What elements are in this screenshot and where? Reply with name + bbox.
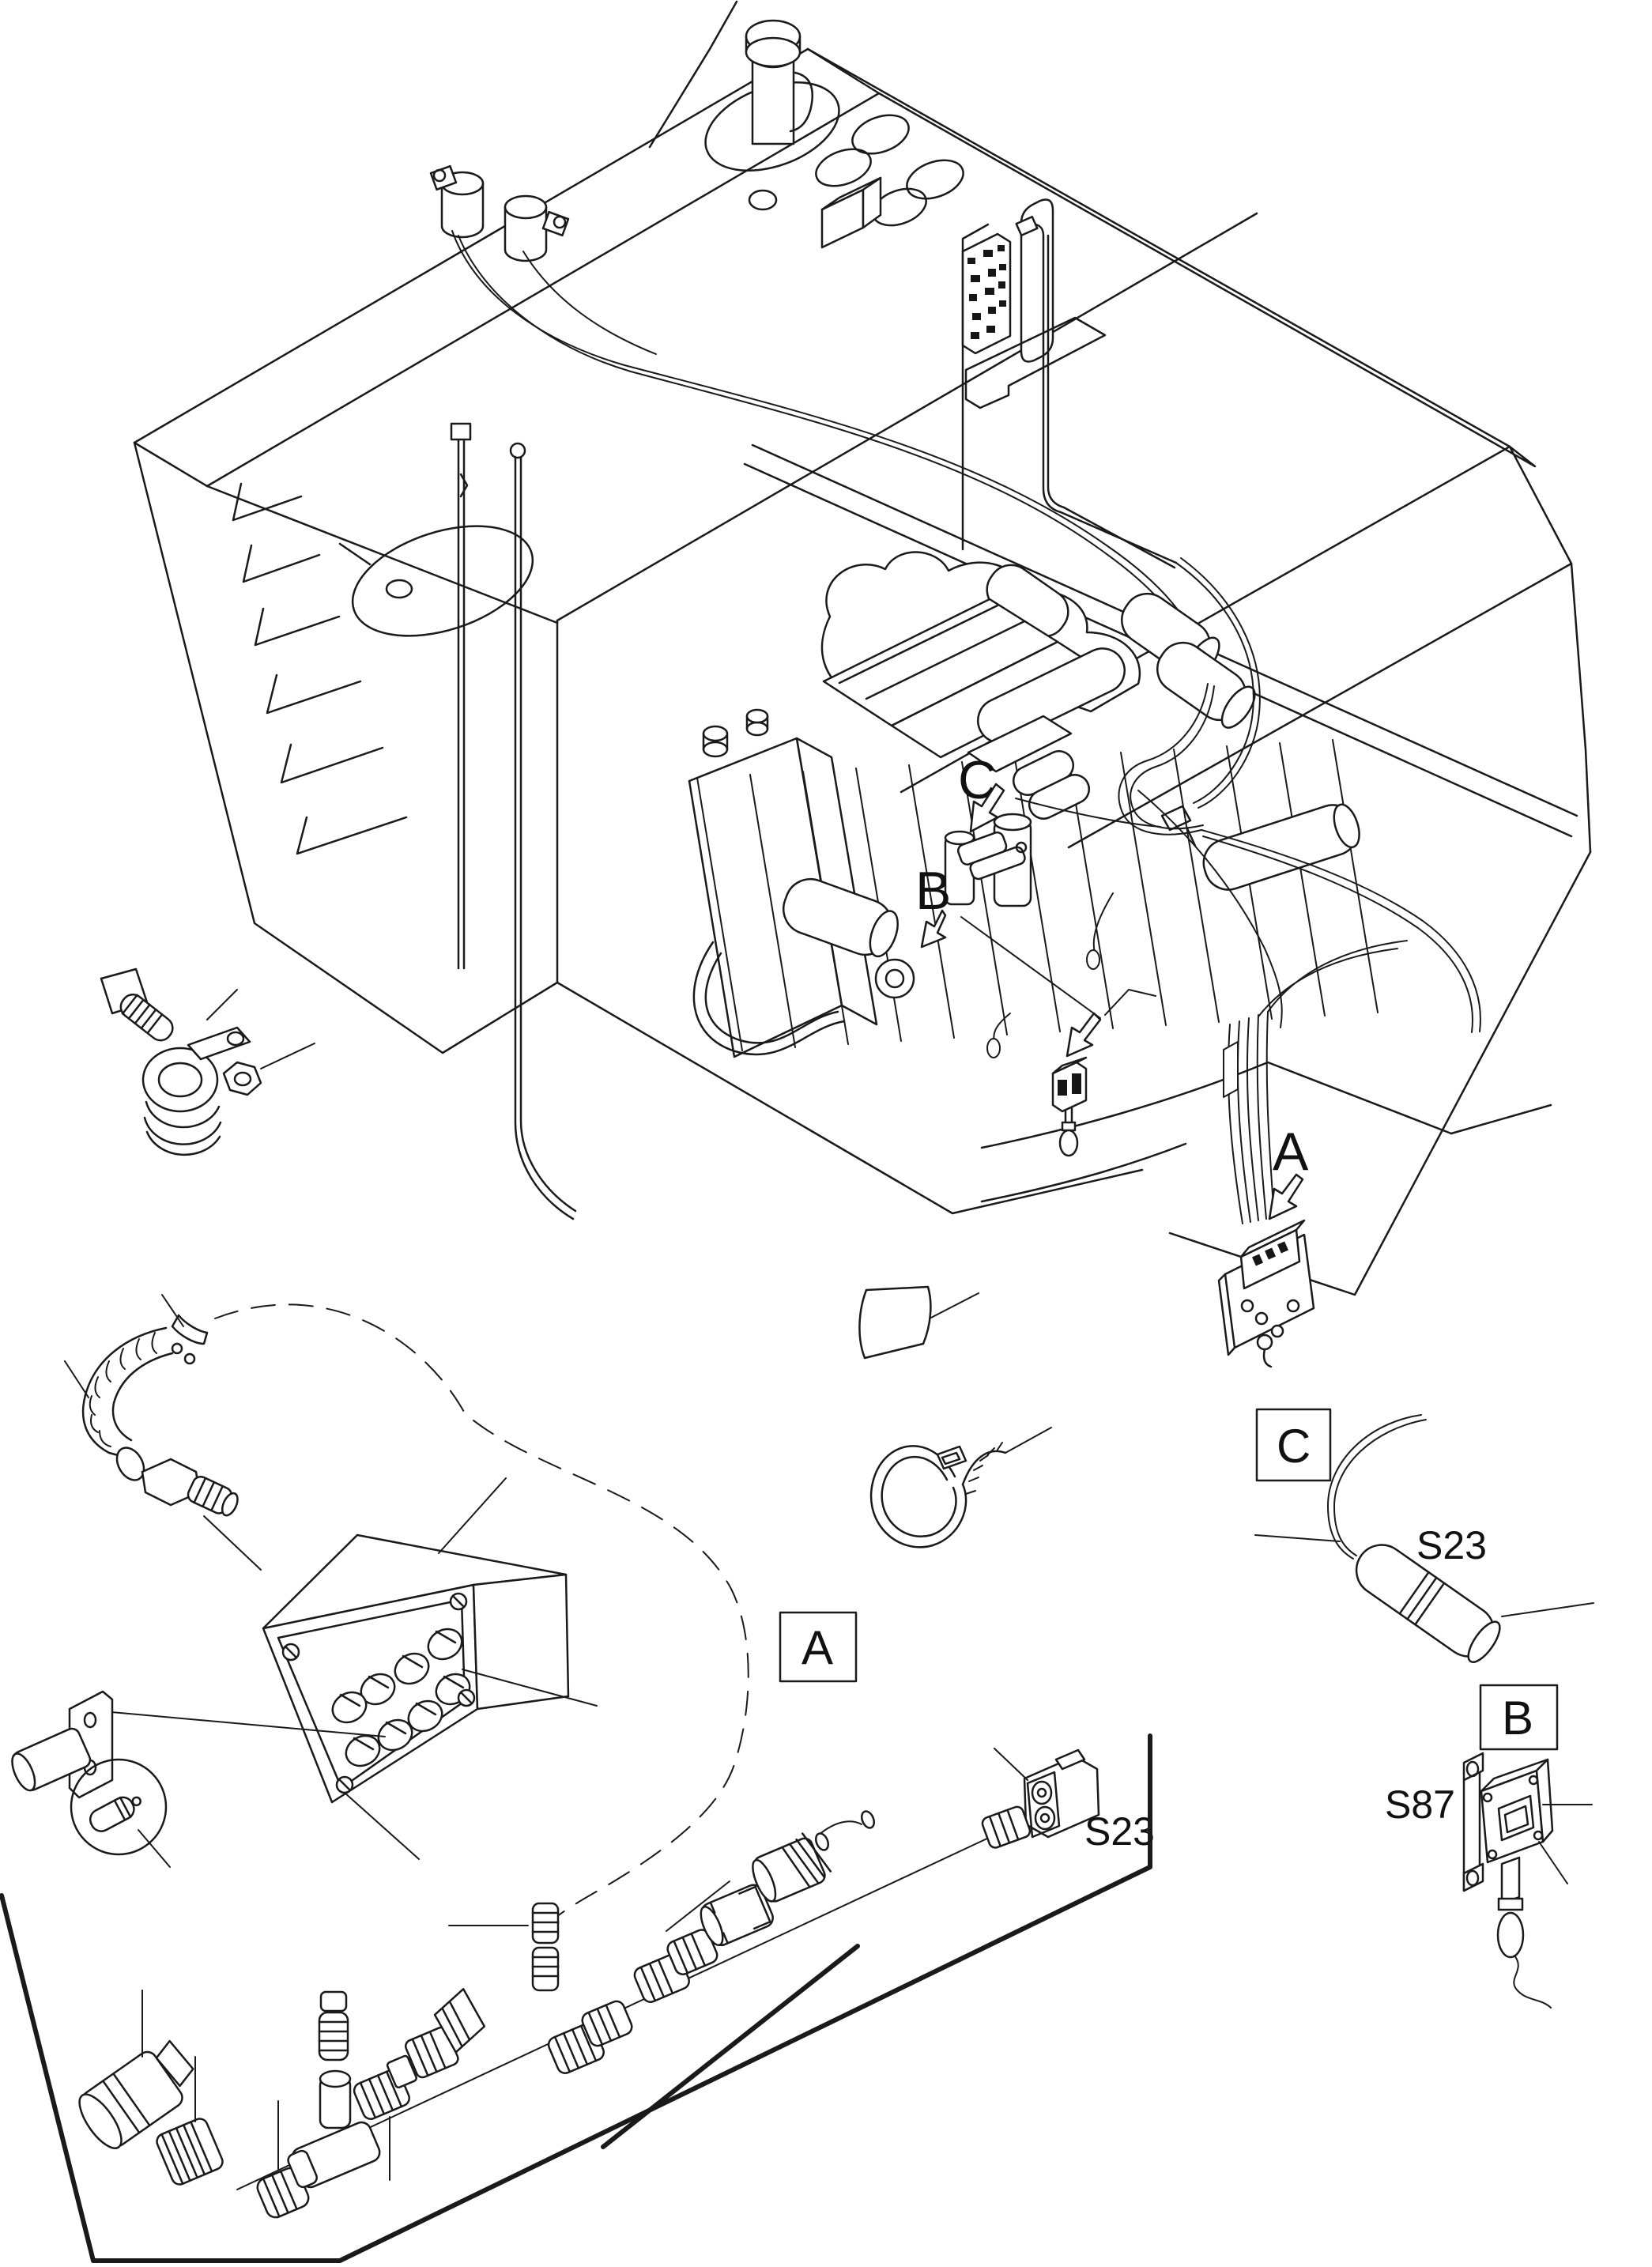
- callout-a: A: [1268, 1122, 1309, 1220]
- part-code-s23-connector: S23: [1084, 1809, 1155, 1854]
- deck-junction-cube: [820, 176, 882, 249]
- detail-box-a-label: A: [801, 1621, 833, 1674]
- knurled-connector: [156, 2118, 224, 2186]
- detail-box-c-label: C: [1277, 1420, 1311, 1473]
- section-borders: [0, 1733, 1152, 2263]
- detail-box-a: A: [779, 1611, 858, 1683]
- detail-c-section: C S23: [1254, 1408, 1594, 1663]
- terminal-panel: [961, 198, 1178, 569]
- plug-stack-2: [448, 1902, 560, 1992]
- plug-above-tee: [318, 1990, 349, 2061]
- tee-fitting: [287, 2069, 381, 2189]
- callout-b-arrow-icon: [920, 909, 947, 949]
- junction-box: [102, 1477, 598, 1860]
- junction-box-plugs: [331, 1628, 471, 1767]
- tag-plate: [858, 1285, 979, 1360]
- callout-a-arrow-icon: [1268, 1173, 1304, 1220]
- detail-box-b-label: B: [1502, 1692, 1533, 1745]
- lamp-socket: [11, 1690, 171, 1868]
- callout-b-label: B: [915, 861, 951, 921]
- machine-steps: [232, 482, 408, 855]
- corrugated-hose: [64, 1294, 262, 1571]
- callout-b-arrow2-icon: [1066, 1012, 1102, 1058]
- magnifier-circle-icon: [70, 1758, 168, 1856]
- connector-s23: S23: [981, 1748, 1155, 1854]
- connector-board-a: [1217, 1219, 1315, 1368]
- bayonet-connector: [78, 2039, 194, 2149]
- engine: [692, 551, 1360, 1056]
- sensor-s23-probe: [1355, 1544, 1501, 1663]
- callout-c-arrow-icon: [969, 783, 1005, 833]
- breather-canisters: [429, 164, 570, 262]
- sensor-b-switch: [1051, 1056, 1088, 1157]
- harness-chain: S23: [78, 1748, 1155, 2219]
- callout-b: B: [915, 861, 1156, 1157]
- switch-s87: [1462, 1752, 1554, 2009]
- knurled-cone-connector: [752, 1832, 832, 1903]
- sleeve-connector: [700, 1884, 774, 1947]
- filler-cap: [648, 0, 840, 211]
- clamp-assembly: [100, 968, 315, 1156]
- cable-tie: [869, 1427, 1052, 1548]
- bulb-icon: [89, 1796, 141, 1832]
- part-code-s23-probe: S23: [1416, 1523, 1487, 1567]
- callout-c: C: [956, 750, 1161, 881]
- routing-dashed-loop: [214, 1303, 749, 1929]
- dipstick-wand: [338, 422, 577, 1220]
- wiring-harness: [986, 557, 1481, 1224]
- detail-b-section: B S87: [1385, 1684, 1593, 2009]
- part-code-s87: S87: [1385, 1782, 1455, 1827]
- callout-a-label: A: [1273, 1122, 1309, 1182]
